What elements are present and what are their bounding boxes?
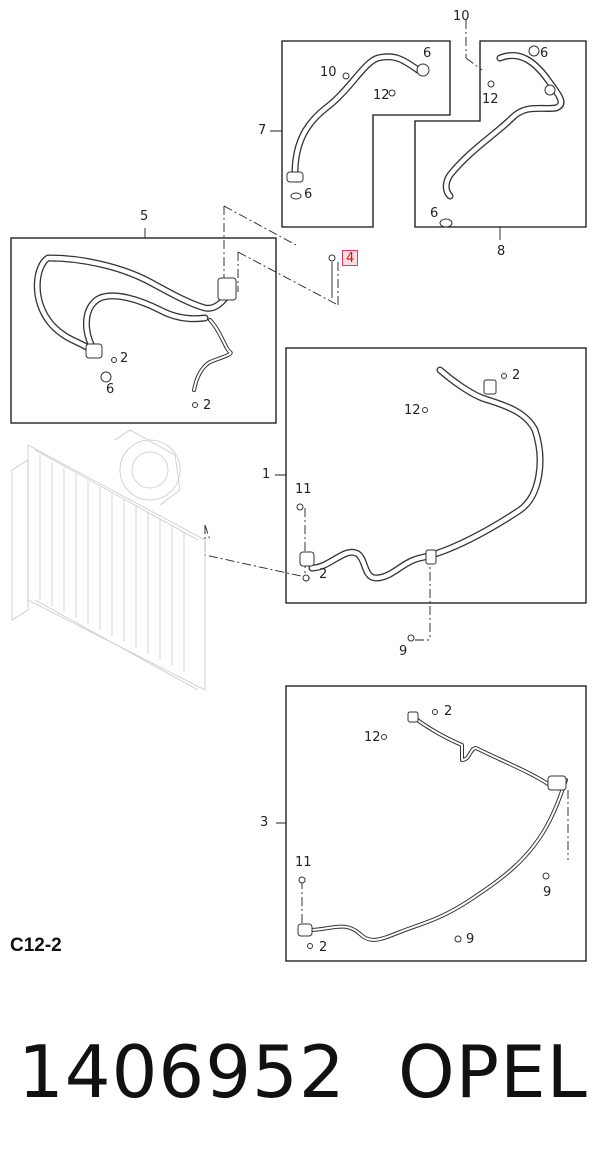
callout-9: 9 <box>399 644 408 659</box>
group-code: C12-2 <box>10 935 62 956</box>
callout-11: 11 <box>295 482 312 497</box>
callout-2: 2 <box>319 940 328 955</box>
callout-9: 9 <box>466 932 475 947</box>
callout-2: 2 <box>444 704 453 719</box>
connector-lines <box>223 205 339 306</box>
box-7-outline <box>281 40 451 228</box>
box-5-outline <box>10 237 277 424</box>
callout-6: 6 <box>423 46 432 61</box>
callout-12: 12 <box>373 88 390 103</box>
callout-1: 1 <box>262 467 271 482</box>
callout-10: 10 <box>320 65 337 80</box>
callout-6: 6 <box>304 187 313 202</box>
callout-10-top: 10 <box>453 9 470 24</box>
callout-9: 9 <box>543 885 552 900</box>
box-8-outline <box>414 40 587 228</box>
callout-4-highlighted: 4 <box>342 250 359 266</box>
callout-8: 8 <box>497 244 506 259</box>
callout-3: 3 <box>260 815 269 830</box>
callout-6: 6 <box>430 206 439 221</box>
callout-12: 12 <box>404 403 421 418</box>
callout-7: 7 <box>258 123 267 138</box>
callout-12: 12 <box>364 730 381 745</box>
callout-2: 2 <box>203 398 212 413</box>
callout-6: 6 <box>106 382 115 397</box>
brand-name: OPEL <box>398 1030 588 1114</box>
box-1-outline <box>285 347 587 604</box>
callout-5: 5 <box>140 209 149 224</box>
condenser-outline <box>11 429 206 691</box>
callout-2: 2 <box>512 368 521 383</box>
box-3-outline <box>285 685 587 962</box>
callout-2: 2 <box>120 351 129 366</box>
callout-2: 2 <box>319 567 328 582</box>
callout-11: 11 <box>295 855 312 870</box>
callout-6: 6 <box>540 46 549 61</box>
part-number: 1406952 <box>18 1030 346 1114</box>
callout-12: 12 <box>482 92 499 107</box>
